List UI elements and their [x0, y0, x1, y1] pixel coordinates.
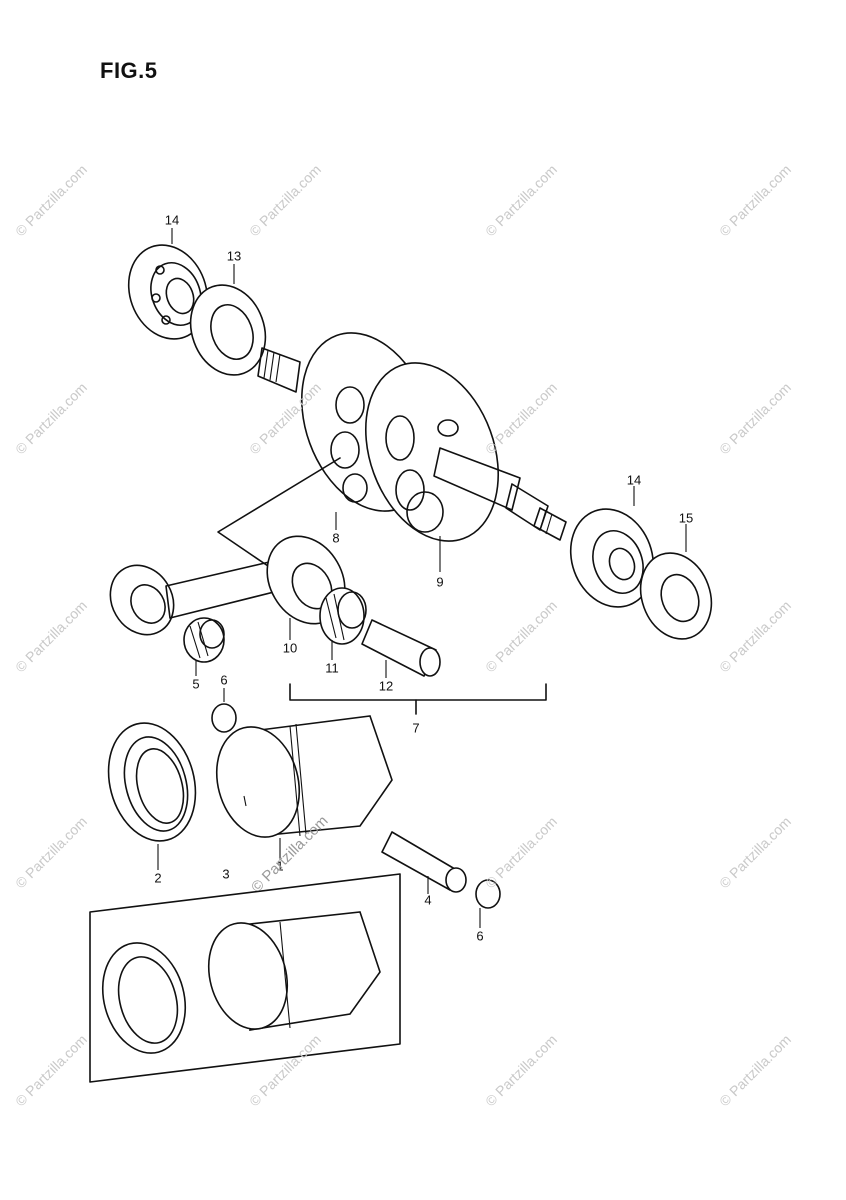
shaft-left	[257, 347, 301, 393]
callout-15: 15	[678, 510, 694, 526]
callout-8: 8	[332, 530, 340, 546]
oil-seal-13	[189, 284, 267, 376]
piston-rings-2	[107, 722, 197, 842]
piston-set-box-3	[89, 873, 401, 1083]
callout-13: 13	[226, 248, 242, 264]
callout-10: 10	[282, 640, 298, 656]
piston-1	[215, 715, 393, 838]
callout-2: 2	[154, 870, 162, 886]
crank-rod-leader	[217, 457, 341, 567]
callout-6-lower: 6	[476, 928, 484, 944]
figure-title: FIG.5	[100, 58, 158, 83]
connecting-rod-10	[109, 535, 346, 636]
circlip-6-upper	[211, 703, 237, 733]
crank-half-9	[364, 362, 500, 542]
callout-3: 3	[222, 866, 230, 882]
piston-pin-4	[381, 831, 467, 893]
callout-6-upper: 6	[220, 672, 228, 688]
callout-14-right: 14	[626, 472, 642, 488]
piston-set-3	[101, 911, 381, 1054]
callout-5: 5	[192, 676, 200, 692]
bearing-14-right	[569, 508, 655, 608]
callout-1: 1	[276, 858, 284, 874]
callout-11: 11	[325, 660, 339, 676]
bracket-7	[289, 683, 547, 701]
callout-14-upper: 14	[164, 212, 180, 228]
callout-12: 12	[378, 678, 394, 694]
needle-bearing-11	[319, 587, 367, 645]
circlip-6-lower	[475, 879, 501, 909]
bearing-14-upper	[127, 244, 209, 340]
crank-pin-12	[361, 619, 441, 677]
needle-bearing-5	[183, 617, 225, 663]
callout-7: 7	[412, 720, 420, 736]
callout-4: 4	[424, 892, 432, 908]
oil-seal-15	[639, 552, 713, 640]
shaft-right	[433, 447, 567, 541]
callout-9: 9	[436, 574, 444, 590]
